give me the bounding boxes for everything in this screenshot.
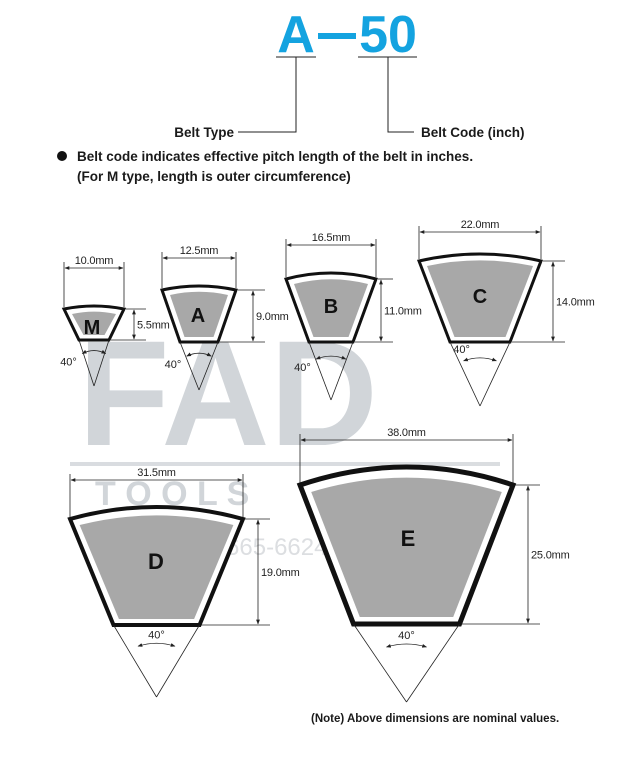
code-number: 50 — [359, 6, 417, 64]
angle-line — [198, 341, 219, 391]
width-label: 22.0mm — [461, 219, 500, 231]
note-line-1: Belt code indicates effective pitch leng… — [77, 149, 473, 164]
belt-letter: C — [473, 286, 487, 308]
belt-fill — [311, 477, 502, 617]
belt-fill — [427, 260, 533, 337]
angle-label: 40° — [453, 344, 470, 356]
belt-code-header: A 50 Belt Type Belt Code (inch) — [174, 6, 524, 140]
angle-line — [78, 339, 95, 387]
belt-fill — [79, 515, 234, 619]
belt-type-label: Belt Type — [174, 125, 234, 140]
angle-line — [156, 624, 200, 698]
angle-line — [93, 339, 110, 387]
belt-letter: M — [84, 317, 101, 339]
belt-m: M 10.0mm 5.5mm 40° — [60, 255, 170, 387]
width-label: 16.5mm — [312, 232, 351, 244]
height-label: 5.5mm — [137, 320, 170, 332]
height-label: 14.0mm — [556, 297, 595, 309]
belt-fill — [170, 291, 228, 337]
width-label: 38.0mm — [387, 427, 426, 439]
footnote: (Note) Above dimensions are nominal valu… — [311, 713, 559, 725]
angle-line — [179, 341, 200, 391]
type-leader — [238, 57, 297, 133]
angle-line — [353, 623, 407, 703]
angle-arc — [386, 643, 427, 648]
width-label: 31.5mm — [137, 467, 176, 479]
angle-label: 40° — [294, 362, 311, 374]
belt-fill — [72, 311, 116, 335]
belt-fill — [294, 279, 368, 337]
width-label: 10.0mm — [75, 255, 114, 267]
code-leader — [387, 57, 414, 133]
belt-sections: M 10.0mm 5.5mm 40° A 12.5mm 9.0mm 40° B 16.5mm 11.… — [60, 219, 595, 703]
height-label: 19.0mm — [261, 567, 300, 579]
width-label: 12.5mm — [180, 245, 219, 257]
height-label: 25.0mm — [531, 550, 570, 562]
angle-line — [330, 341, 354, 401]
bullet-icon — [57, 151, 67, 161]
belt-b: B 16.5mm 11.0mm 40° — [284, 232, 422, 401]
watermark-rule — [70, 462, 500, 466]
angle-arc — [137, 642, 176, 647]
notes: Belt code indicates effective pitch leng… — [57, 149, 473, 184]
angle-line — [479, 341, 511, 407]
belt-d: D 31.5mm 19.0mm 40° — [67, 467, 300, 698]
angle-label: 40° — [398, 630, 415, 642]
belt-letter: E — [401, 526, 416, 551]
belt-c: C 22.0mm 14.0mm 40° — [416, 219, 595, 407]
angle-line — [113, 624, 157, 698]
belt-letter: D — [148, 549, 164, 574]
belt-a: A 12.5mm 9.0mm 40° — [160, 245, 289, 391]
angle-line — [406, 623, 460, 703]
belt-e: E 38.0mm 25.0mm 40° — [296, 427, 570, 703]
angle-label: 40° — [60, 357, 77, 369]
angle-arc — [463, 357, 497, 362]
angle-line — [449, 341, 481, 407]
belt-letter: B — [324, 296, 338, 318]
belt-code-label: Belt Code (inch) — [421, 125, 525, 140]
note-line-2: (For M type, length is outer circumferen… — [77, 169, 351, 184]
angle-arc — [315, 355, 347, 360]
angle-label: 40° — [165, 359, 182, 371]
belt-letter: A — [191, 305, 205, 327]
height-label: 9.0mm — [256, 311, 289, 323]
angle-label: 40° — [148, 629, 165, 641]
angle-line — [308, 341, 332, 401]
type-letter: A — [277, 6, 315, 64]
height-label: 11.0mm — [384, 306, 422, 318]
angle-arc — [186, 352, 212, 357]
angle-arc — [81, 349, 107, 354]
code-dash — [318, 33, 356, 39]
